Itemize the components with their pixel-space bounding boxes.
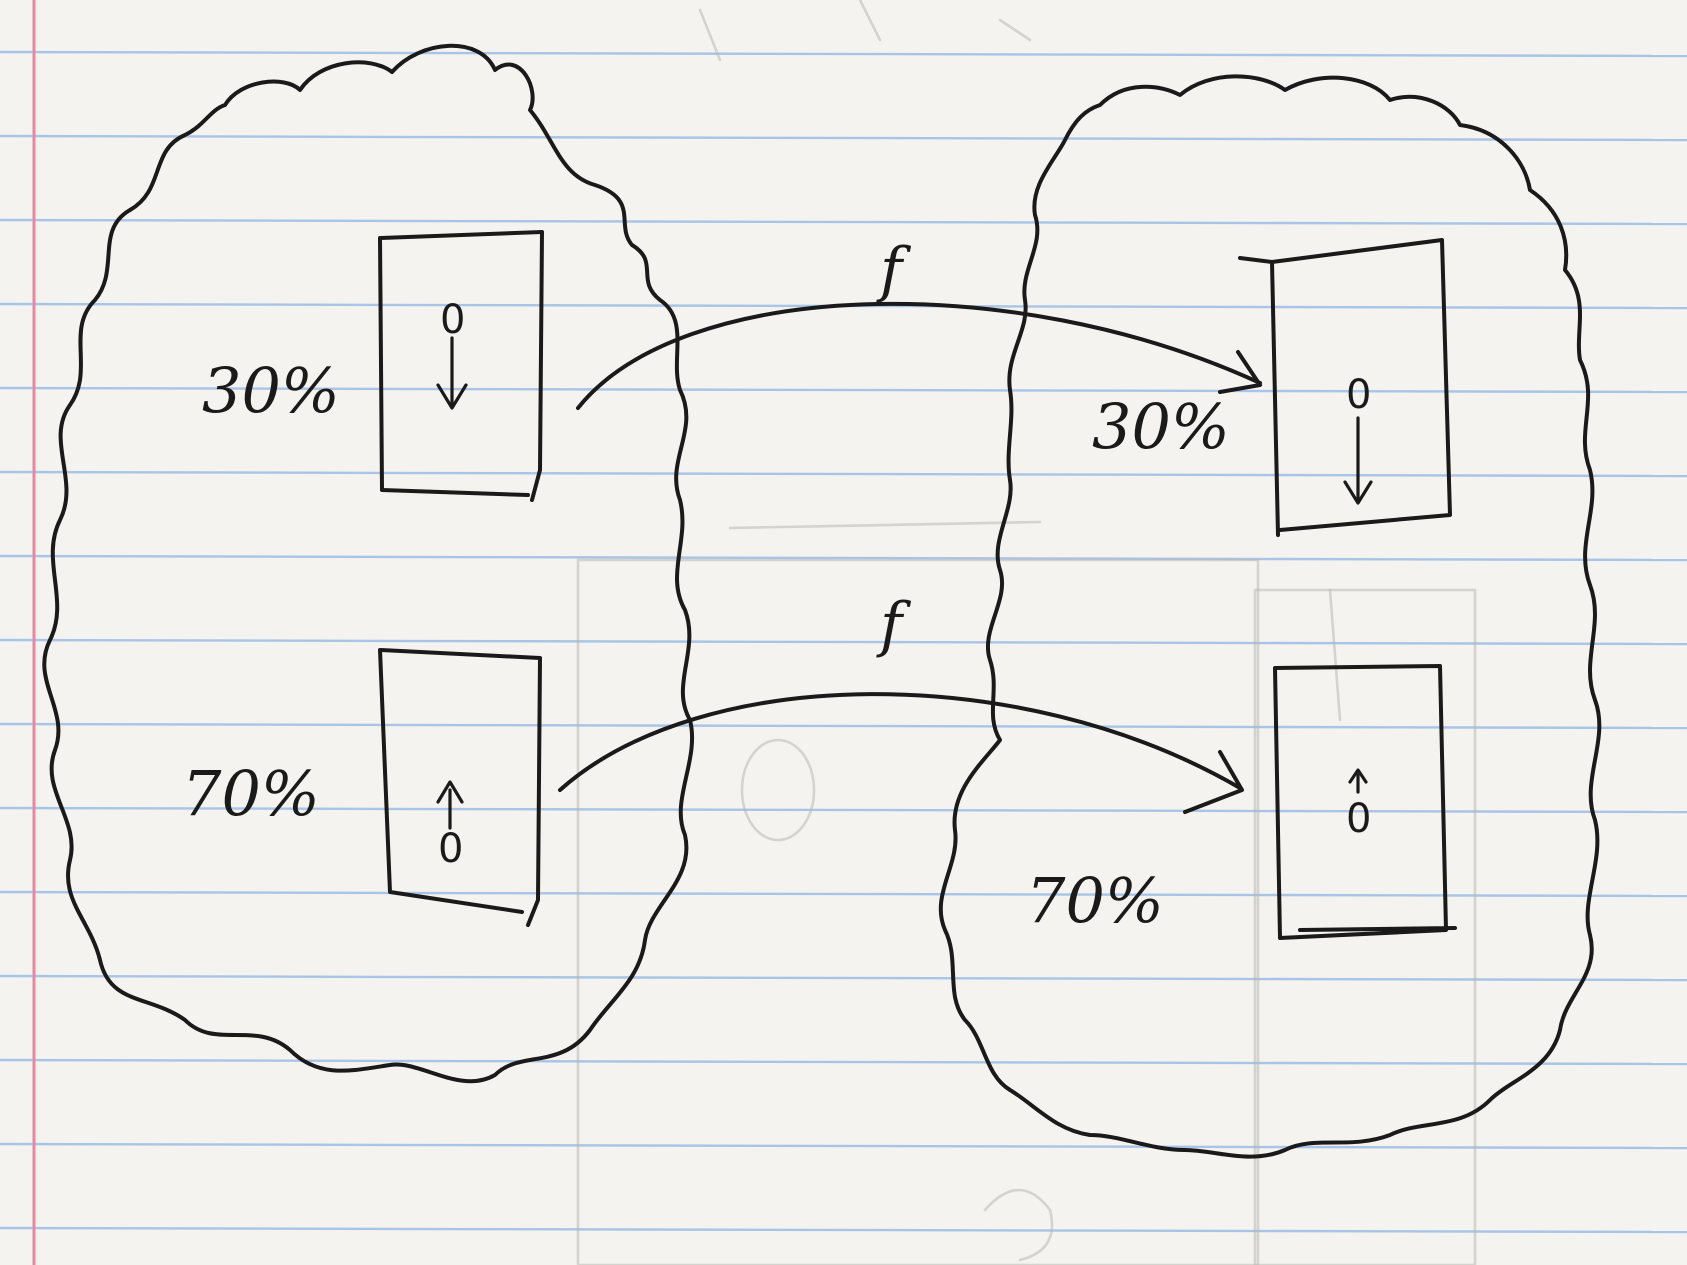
- lower-mapping-arrowhead-icon: [1183, 750, 1244, 814]
- ruled-line: [0, 218, 1687, 226]
- ruled-line: [0, 1226, 1687, 1234]
- left-upper-ball: 0: [440, 297, 465, 343]
- down-arrow-head-icon: [436, 383, 468, 410]
- lower-mapping-label: f: [876, 590, 912, 660]
- ruled-line: [0, 890, 1687, 898]
- up-arrow-head-icon: [436, 780, 464, 804]
- left-lower-state-box: [378, 648, 542, 927]
- right-lower-probability: 70%: [1026, 864, 1164, 937]
- right-upper-state-box: [1238, 238, 1452, 537]
- left-upper-probability: 30%: [202, 354, 340, 427]
- ruled-line: [0, 806, 1687, 814]
- left-lower-ball: 0: [438, 826, 463, 872]
- ruled-line: [0, 470, 1687, 478]
- left-upper-state-box: [378, 230, 544, 502]
- right-upper-probability: 30%: [1092, 390, 1230, 463]
- ruled-line: [0, 974, 1687, 982]
- right-upper-ball: 0: [1346, 372, 1371, 418]
- down-arrow-head-icon: [1343, 480, 1373, 505]
- right-lower-ball: 0: [1346, 796, 1371, 842]
- right-lower-state-box: [1273, 664, 1457, 940]
- ruled-line: [0, 722, 1687, 730]
- ruled-lines: [0, 50, 1687, 1234]
- ruled-line: [0, 638, 1687, 646]
- right-state-cloud: [938, 74, 1602, 1159]
- ghost-pencil-marks: [576, 0, 1477, 1265]
- ruled-line: [0, 386, 1687, 394]
- ruled-line: [0, 1058, 1687, 1066]
- lower-mapping-arrow: [558, 692, 1242, 792]
- ruled-line: [0, 50, 1687, 58]
- ruled-line: [0, 554, 1687, 562]
- ruled-line: [0, 134, 1687, 142]
- upper-mapping-arrow: [576, 301, 1262, 410]
- left-state-cloud: [42, 43, 695, 1084]
- upper-mapping-arrowhead-icon: [1218, 350, 1262, 394]
- left-lower-probability: 70%: [182, 757, 320, 830]
- up-arrow-head-icon: [1348, 768, 1368, 784]
- upper-mapping-label: f: [876, 235, 912, 305]
- ruled-line: [0, 1142, 1687, 1150]
